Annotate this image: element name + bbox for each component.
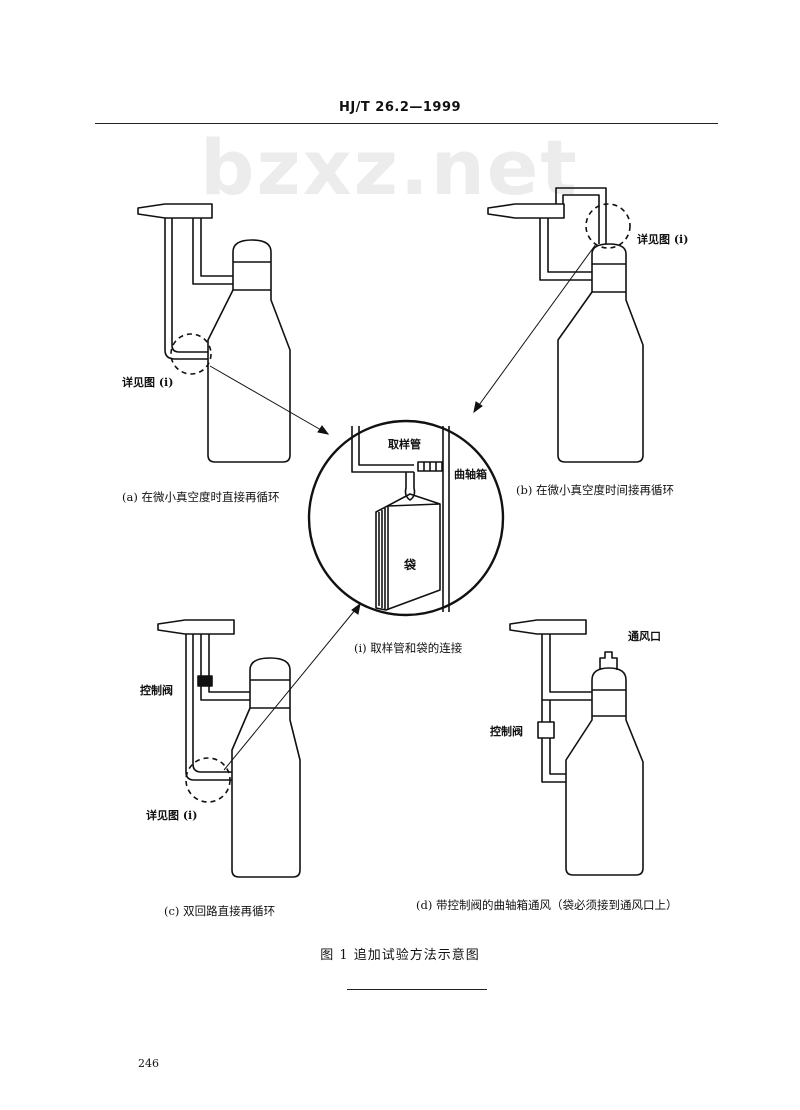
valve-label-c: 控制阀 [140,684,173,697]
detail-circle-a [170,333,212,375]
caption-c: (c) 双回路直接再循环 [164,904,276,918]
detail-label-a: 详见图 (i) [122,376,174,389]
bottle-a [207,239,291,463]
caption-b: (b) 在微小真空度时间接再循环 [516,483,674,497]
vent-label: 通风口 [628,630,661,643]
panel-b-diagram [487,187,644,463]
crankcase-label: 曲轴箱 [454,468,487,481]
header-rule [95,123,718,124]
panel-d-diagram [509,619,644,876]
probe-b [487,203,565,219]
caption-d: (d) 带控制阀的曲轴箱通风（袋必须接到通风口上） [416,898,678,912]
panel-c-diagram [157,619,301,878]
page-number: 246 [138,1057,159,1070]
detail-i-circle [307,419,505,617]
leader-arrows [209,243,597,771]
probe-a [137,203,213,219]
control-valve-c [197,675,213,687]
valve-label-d: 控制阀 [490,725,523,738]
standard-code-header: HJ/T 26.2—1999 [338,100,462,115]
bottle-d [565,667,644,876]
detail-circle-c [185,757,231,803]
detail-circle-b [585,203,631,249]
detail-label-b: 详见图 (i) [637,233,689,246]
bag-label: 袋 [404,558,417,572]
panel-i-diagram [307,419,505,617]
bottle-b [557,243,644,463]
figure-title: 图 1 追加试验方法示意图 [320,948,480,963]
vent-port [599,651,618,670]
probe-d [509,619,587,635]
tube-label: 取样管 [388,438,421,451]
caption-a: (a) 在微小真空度时直接再循环 [122,490,280,504]
panel-a-diagram [137,203,291,463]
probe-c [157,619,235,635]
caption-i: (i) 取样管和袋的连接 [354,641,463,655]
bag [375,493,441,611]
footnote-rule [347,989,487,990]
detail-label-c: 详见图 (i) [146,809,198,822]
control-valve-d [537,721,555,739]
watermark: bzxz.net [200,123,579,212]
bottle-c [231,657,301,878]
